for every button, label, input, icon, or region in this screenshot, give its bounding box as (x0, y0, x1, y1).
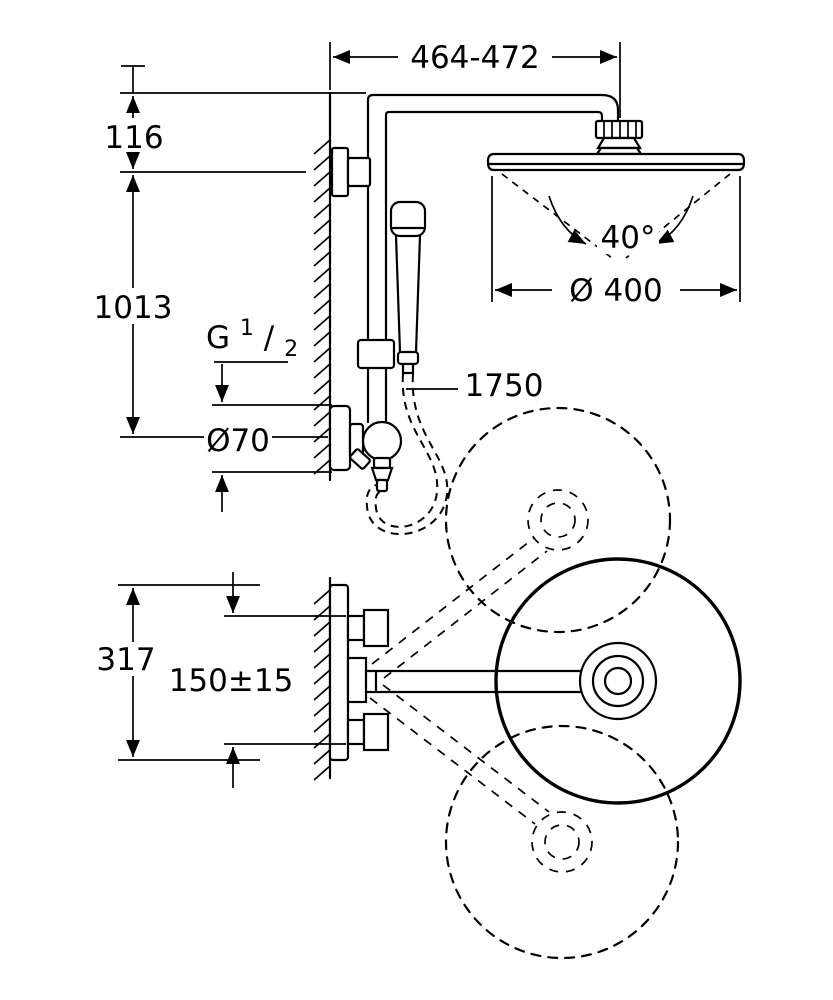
swivel-position-bottom (444, 724, 680, 960)
hose-length-label: 1750 (465, 368, 544, 404)
supply-connection-bottom (346, 718, 366, 746)
dim-supply-spacing: 150±15 (169, 572, 346, 788)
swivel-arm-phantom-lines (369, 537, 550, 825)
body-height-label: 317 (96, 642, 155, 678)
supply-connection-top (346, 614, 366, 642)
wall-union-diverter (328, 404, 403, 493)
dim-head-offset: 116 (104, 65, 366, 173)
hand-shower (356, 200, 427, 375)
dim-spray-angle: 40° (501, 173, 731, 259)
wall-hatching-top (313, 139, 331, 475)
shower-head (486, 146, 746, 172)
wall-escutcheon (328, 404, 352, 472)
shower-riser-pipe (366, 93, 620, 424)
valve-body (346, 656, 368, 704)
slider-clamp (356, 338, 396, 370)
shower-hose (365, 373, 449, 536)
wall-bottom (313, 576, 332, 781)
wall-top (313, 91, 332, 482)
head-diameter-label: Ø 400 (569, 273, 662, 309)
dim-union-diameter: Ø70 (204, 364, 332, 512)
swivel-arm-and-handle (364, 557, 742, 805)
knurl-lines (603, 121, 637, 138)
thread-label: G 1 / 2 (206, 307, 298, 362)
swivel-arm (364, 669, 583, 694)
wall-hatching-bottom (313, 589, 331, 781)
swivel-position-top (444, 406, 672, 634)
mounting-plate (328, 583, 350, 762)
spray-angle-label: 40° (601, 220, 656, 256)
diverter-valve (361, 420, 403, 462)
handle-disc (494, 557, 742, 805)
label-hose-length: 1750 (406, 368, 543, 404)
dim-body-height: 317 (95, 584, 260, 761)
riser-height-label: 1013 (94, 290, 173, 326)
thermostat (328, 583, 390, 762)
wall-bracket (330, 146, 372, 198)
head-offset-label: 116 (104, 120, 163, 156)
shower-head-joint (594, 119, 644, 150)
dim-riser-height: 1013 (93, 175, 328, 438)
dim-head-diameter: Ø 400 (491, 176, 741, 309)
supply-spacing-label: 150±15 (169, 663, 294, 699)
top-width-label: 464-472 (410, 40, 540, 76)
dim-top-width: 464-472 (329, 40, 621, 118)
union-diameter-label: Ø70 (206, 423, 270, 459)
diverter-knob (349, 448, 371, 470)
label-thread: G 1 / 2 (206, 307, 298, 363)
